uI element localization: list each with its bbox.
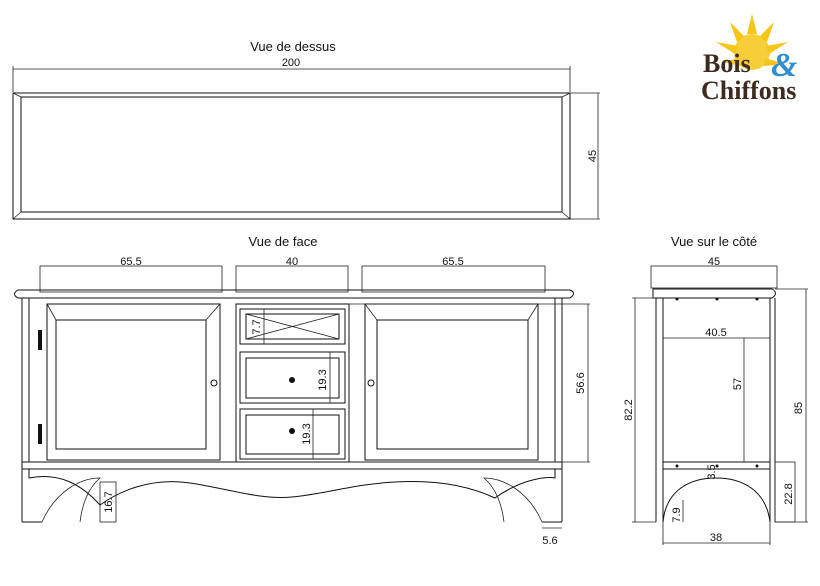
front-body-height-label: 56.6 <box>575 372 587 393</box>
top-view-depth-label: 45 <box>587 150 599 162</box>
logo-ampersand: & <box>771 47 798 84</box>
top-view-title: Vue de dessus <box>250 39 336 54</box>
side-base-depth-label: 38 <box>710 532 722 544</box>
front-body-height-dimension: 56.6 <box>349 303 590 463</box>
middle-drawer-height-dimension: 19.3 <box>317 352 331 403</box>
front-center-width-label: 40 <box>286 256 298 268</box>
side-arch-height-dimension: 22.8 <box>774 461 796 523</box>
logo-word-bois: Bois <box>703 49 751 78</box>
bottom-drawer-height-label: 19.3 <box>301 423 313 444</box>
bottom-drawer-knob <box>289 428 295 434</box>
side-left-height-label: 82.2 <box>623 399 635 420</box>
bottom-drawer-height-dimension: 19.3 <box>301 409 314 459</box>
side-leg-height-label: 7.9 <box>671 507 683 522</box>
top-drawer-height-dimension: 7.7 <box>251 309 265 344</box>
front-apron-height-dimension: 16.7 <box>99 481 117 523</box>
side-right-height-label: 85 <box>793 402 805 414</box>
middle-drawer-knob <box>289 377 295 383</box>
side-view-title: Vue sur le côté <box>671 234 757 249</box>
top-view-depth-dimension: 45 <box>570 92 600 220</box>
side-view: Vue sur le côté 45 <box>623 234 808 545</box>
front-foot-dimension: 5.6 <box>542 527 562 547</box>
front-view-title: Vue de face <box>249 234 318 249</box>
side-arch-height-label: 22.8 <box>783 483 795 504</box>
front-top-slab <box>14 289 574 299</box>
bottom-drawer <box>239 408 346 460</box>
front-view: Vue de face 65.5 40 65.5 <box>14 234 590 547</box>
front-left-width-dimension: 65.5 <box>39 256 223 293</box>
front-center-width-dimension: 40 <box>235 256 349 293</box>
top-view-width-dimension: 200 <box>12 57 571 92</box>
top-drawer <box>239 308 346 345</box>
side-left-height-dimension: 82.2 <box>623 297 656 523</box>
top-view-outline <box>12 92 571 220</box>
side-inner-height-dimension: 57 <box>732 338 745 462</box>
sun-icon <box>716 14 788 70</box>
top-view-width-label: 200 <box>282 57 300 69</box>
front-right-door <box>364 303 539 461</box>
side-base-depth-dimension: 38 <box>662 522 771 545</box>
left-door-knob <box>210 379 218 387</box>
front-foot-label: 5.6 <box>542 535 557 547</box>
side-top-depth-label: 45 <box>708 256 720 268</box>
front-right-width-dimension: 65.5 <box>361 256 546 293</box>
front-apron-height-label: 16.7 <box>103 491 115 512</box>
side-inner-height-label: 57 <box>732 378 744 390</box>
front-right-width-label: 65.5 <box>442 256 463 268</box>
front-left-width-label: 65.5 <box>120 256 141 268</box>
middle-drawer <box>239 351 346 404</box>
middle-drawer-height-label: 19.3 <box>317 369 329 390</box>
side-top-slab <box>652 288 776 301</box>
logo-word-chiffons: Chiffons <box>701 76 796 105</box>
side-inner-depth-dimension: 40.5 <box>663 327 770 339</box>
side-inner-depth-label: 40.5 <box>705 327 726 339</box>
top-drawer-height-label: 7.7 <box>251 319 263 334</box>
front-carcass <box>21 298 563 522</box>
side-shelf-gap-label: 3.5 <box>706 464 718 479</box>
top-view: Vue de dessus 200 45 <box>12 39 600 220</box>
side-top-depth-dimension: 45 <box>650 256 778 289</box>
left-door-hinge-bottom <box>38 424 42 444</box>
side-leg-height-dimension: 7.9 <box>671 500 684 523</box>
side-shelf-gap-dimension: 3.5 <box>706 464 718 479</box>
front-center-drawers: 7.7 19.3 19.3 <box>235 303 350 463</box>
right-door-knob <box>367 379 375 387</box>
side-base-arch <box>662 477 771 523</box>
left-door-hinge-top <box>38 330 42 350</box>
front-left-door <box>38 303 221 461</box>
